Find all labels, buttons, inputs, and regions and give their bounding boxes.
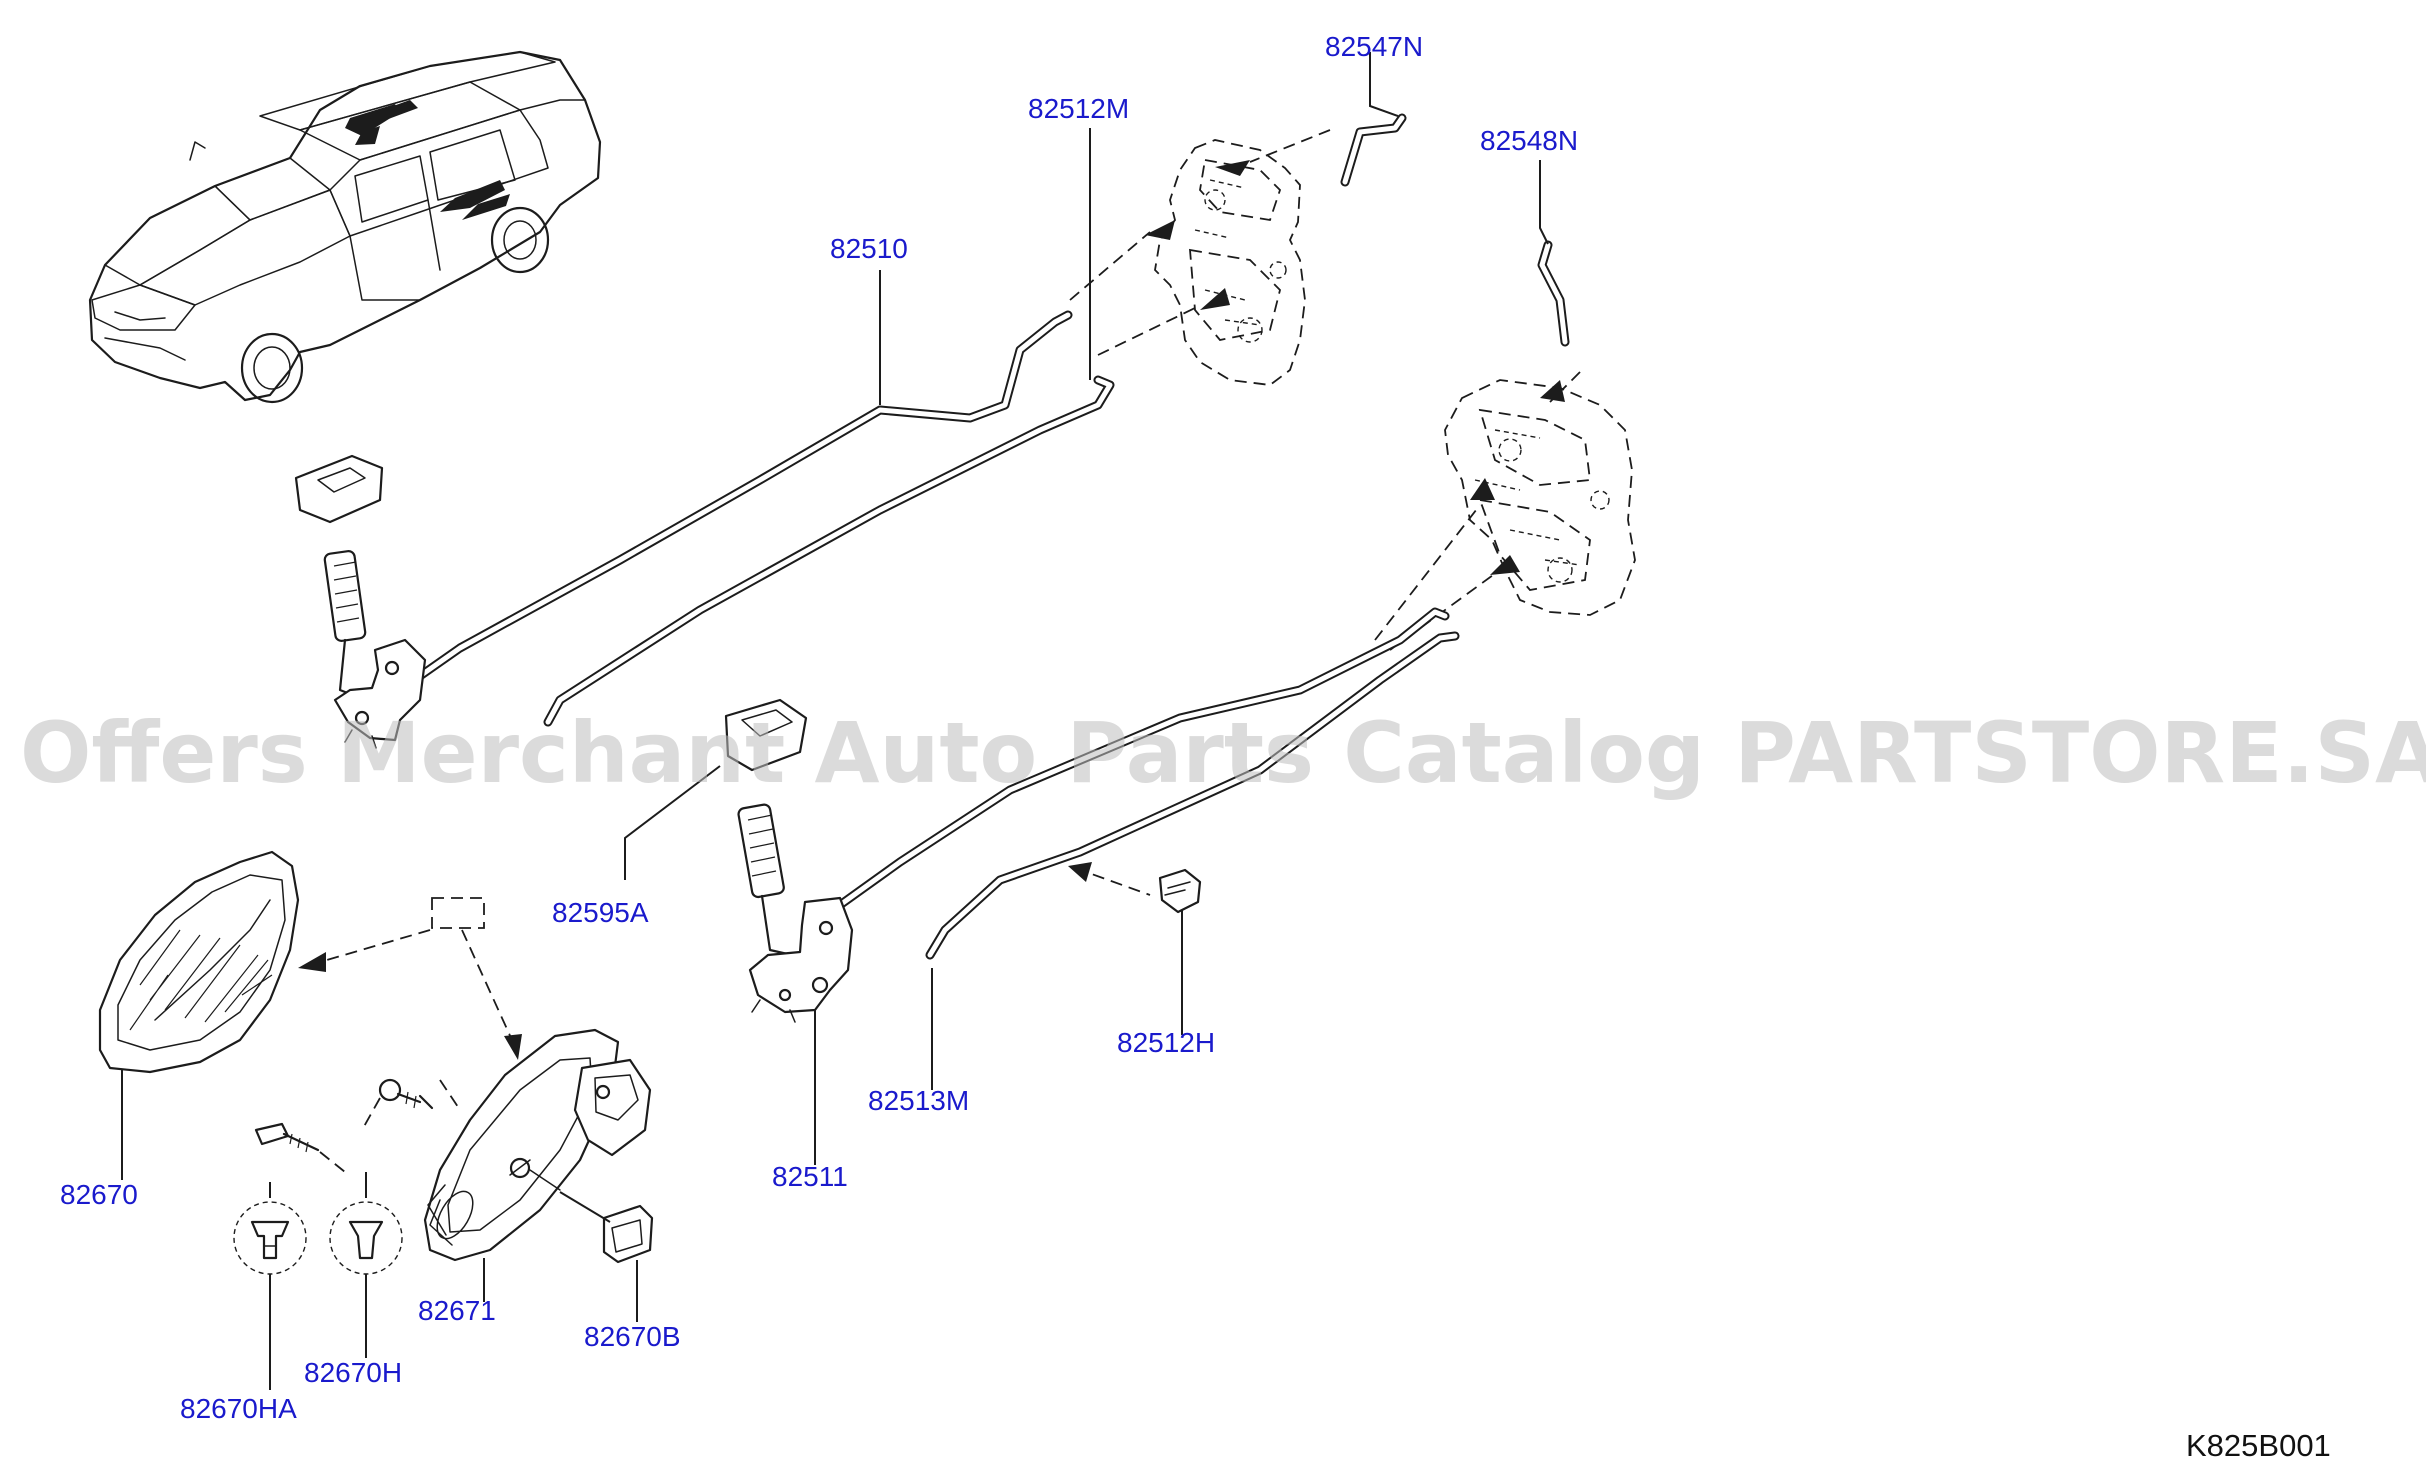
watermark-text: Offers Merchant Auto Parts Catalog PARTS… <box>20 704 2426 802</box>
escutcheon-82595A <box>724 698 808 772</box>
label-82512M[interactable]: 82512M <box>1028 93 1129 124</box>
label-82670HA[interactable]: 82670HA <box>180 1393 297 1424</box>
label-82670B[interactable]: 82670B <box>584 1321 681 1352</box>
front-inside-handle-lever <box>294 454 427 749</box>
label-82547N[interactable]: 82547N <box>1325 31 1423 62</box>
label-82671[interactable]: 82671 <box>418 1295 496 1326</box>
label-82595A[interactable]: 82595A <box>552 897 649 928</box>
rear-door-lock-assembly <box>1374 371 1636 651</box>
outside-escutcheon-82670 <box>98 850 300 1074</box>
bracket-82670B <box>559 1191 654 1264</box>
label-82548N[interactable]: 82548N <box>1480 125 1578 156</box>
fastener-82670HA <box>233 1201 307 1275</box>
front-door-lock-assembly <box>1069 129 1331 386</box>
label-82510[interactable]: 82510 <box>830 233 908 264</box>
label-82670[interactable]: 82670 <box>60 1179 138 1210</box>
label-82511[interactable]: 82511 <box>772 1161 848 1192</box>
reference-box <box>431 897 485 929</box>
label-82670H[interactable]: 82670H <box>304 1357 402 1388</box>
vehicle-illustration <box>88 50 602 404</box>
rear-inside-handle-lever <box>737 803 854 1023</box>
screw-82670 <box>254 1122 346 1173</box>
clip-82512H <box>1068 862 1202 914</box>
label-82512H[interactable]: 82512H <box>1117 1027 1215 1058</box>
diagram-code: K825B001 <box>2186 1428 2331 1463</box>
fastener-82670H <box>329 1201 403 1275</box>
part-labels: 82547N 82512M 82548N 82510 82595A 82512H… <box>60 31 1578 1424</box>
label-82513M[interactable]: 82513M <box>868 1085 969 1116</box>
outside-handle-82671 <box>423 1028 652 1262</box>
clip-82670H-top <box>361 1078 434 1131</box>
leader-lines <box>121 52 1549 1390</box>
